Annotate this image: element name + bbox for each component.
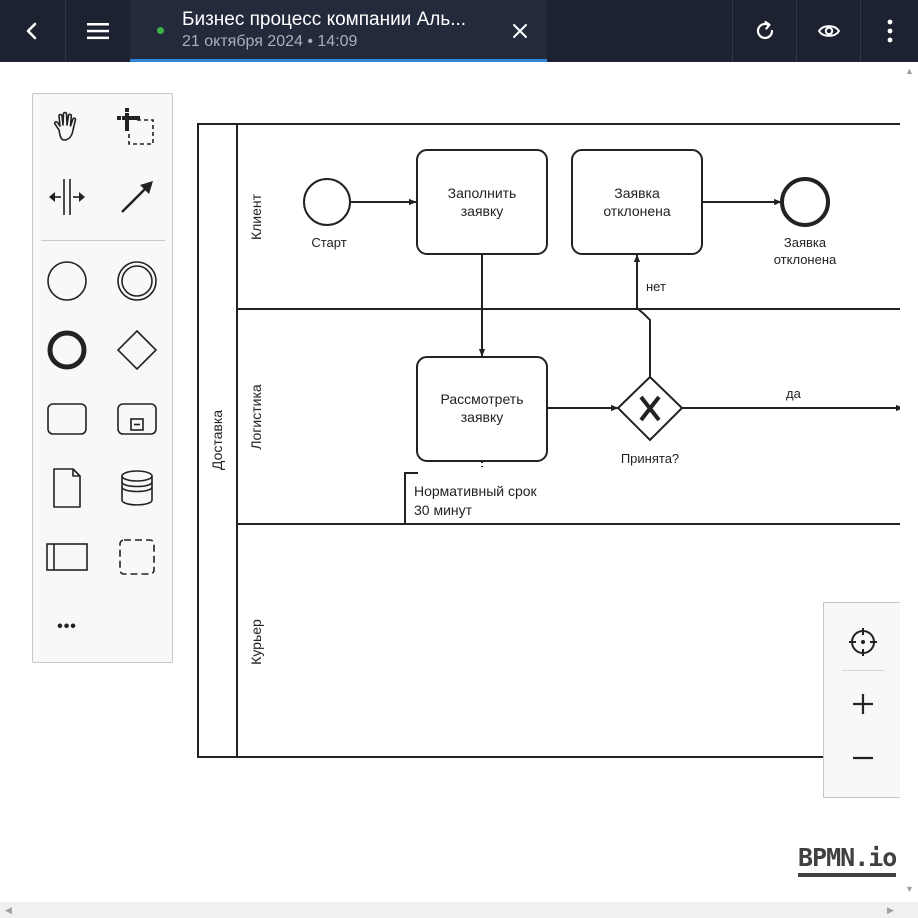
flow-gateway-no[interactable] [633,254,651,377]
back-button[interactable] [0,0,64,62]
plus-icon [853,694,873,714]
start-event[interactable] [303,178,351,226]
scroll-up-icon[interactable]: ▲ [905,66,914,76]
task-rejected-line1: Заявка [614,185,660,201]
active-tab-indicator [130,59,547,62]
lane-courier[interactable]: Курьер [248,619,264,665]
scroll-right-icon[interactable]: ▶ [887,905,894,915]
hand-icon [53,111,77,141]
exclusive-gateway[interactable] [616,375,684,442]
task-rejected-line2: отклонена [603,203,671,219]
status-dot-icon [157,27,164,34]
connect-tool-button[interactable] [109,169,165,225]
diagram-canvas[interactable]: Доставка Клиент Логистика Курьер нет да … [0,62,900,902]
more-options-button[interactable] [861,0,918,62]
task-fill-request[interactable]: Заполнить заявку [416,149,548,255]
space-tool-icon [49,179,85,215]
lane-label-courier: Курьер [248,619,264,665]
space-tool-button[interactable] [39,169,95,225]
flow-no-label: нет [646,279,666,294]
refresh-button[interactable] [733,0,797,62]
eye-icon [817,25,841,37]
pool-delivery[interactable]: Доставка [197,123,900,758]
task-fill-request-line2: заявку [461,203,504,219]
annotation-line1: Нормативный срок [414,483,538,499]
zoom-controls [823,602,903,798]
gateway-x-icon [639,395,661,422]
task-tool-button[interactable] [39,391,95,447]
lasso-tool-button[interactable] [109,100,165,156]
task-icon [47,403,87,435]
end-event[interactable] [780,177,830,227]
start-event-icon [47,261,87,301]
group-tool-button[interactable] [109,529,165,585]
start-event-tool-button[interactable] [39,253,95,309]
more-tools-button[interactable]: ••• [39,599,95,655]
subprocess-tool-button[interactable] [109,391,165,447]
lane-client[interactable]: Клиент [237,193,900,310]
end-event-label-line1: Заявка [784,235,827,250]
document-title: Бизнес процесс компании Аль... [182,9,467,30]
reset-zoom-button[interactable] [824,614,902,670]
more-tools-label: ••• [57,618,77,635]
close-tab-button[interactable] [508,19,532,43]
document-subtitle: 21 октября 2024 • 14:09 [182,33,358,50]
bpmn-io-logo[interactable]: BPMN.io [798,844,897,877]
app-header: Бизнес процесс компании Аль... 21 октябр… [0,0,918,62]
end-event-icon [47,330,87,370]
text-annotation[interactable]: Нормативный срок 30 минут [404,472,538,525]
horizontal-scrollbar[interactable]: ◀ ▶ [0,902,918,918]
scroll-down-icon[interactable]: ▼ [905,884,914,894]
end-event-label-line2: отклонена [774,252,837,267]
task-request-rejected[interactable]: Заявка отклонена [571,149,703,255]
more-vertical-icon [887,19,892,43]
flow-yes-label: да [786,386,802,401]
zoom-out-button[interactable] [824,730,902,786]
subprocess-icon [117,403,157,435]
data-object-icon [53,468,81,508]
lane-label-logistics: Логистика [248,384,264,450]
gateway-tool-button[interactable] [109,322,165,378]
lasso-select-icon [117,108,154,145]
tool-palette: ••• [32,93,173,663]
task-review-request[interactable]: Рассмотреть заявку [416,356,548,462]
annotation-line2: 30 минут [414,502,473,518]
minus-icon [853,756,873,760]
hamburger-menu-icon [87,23,109,40]
task-review-line1: Рассмотреть [441,391,524,407]
data-store-icon [121,470,153,506]
group-icon [119,539,155,575]
intermediate-event-tool-button[interactable] [109,253,165,309]
zoom-in-button[interactable] [824,676,902,732]
task-review-line2: заявку [461,409,504,425]
participant-pool-icon [46,543,88,571]
connect-arrow-icon [121,181,153,213]
close-icon [513,24,527,38]
hand-tool-button[interactable] [39,100,95,156]
vertical-scrollbar[interactable]: ▲ ▼ [900,62,918,902]
start-event-label: Старт [311,235,346,250]
zoom-divider [842,670,884,671]
document-tab[interactable]: Бизнес процесс компании Аль... 21 октябр… [130,0,547,62]
chevron-left-icon [26,22,37,40]
pool-label: Доставка [209,410,225,470]
data-store-tool-button[interactable] [109,460,165,516]
lane-label-client: Клиент [248,193,264,240]
menu-button[interactable] [66,0,130,62]
data-object-tool-button[interactable] [39,460,95,516]
task-fill-request-line1: Заполнить [448,185,517,201]
lane-logistics[interactable]: Логистика [237,384,900,525]
refresh-icon [756,20,774,40]
pool-tool-button[interactable] [39,529,95,585]
scroll-left-icon[interactable]: ◀ [5,905,12,915]
preview-button[interactable] [797,0,861,62]
gateway-label: Принята? [621,451,679,466]
gateway-diamond-icon [116,329,158,371]
crosshair-icon [849,628,877,656]
end-event-tool-button[interactable] [39,322,95,378]
intermediate-event-icon [117,261,157,301]
palette-divider [41,240,165,241]
